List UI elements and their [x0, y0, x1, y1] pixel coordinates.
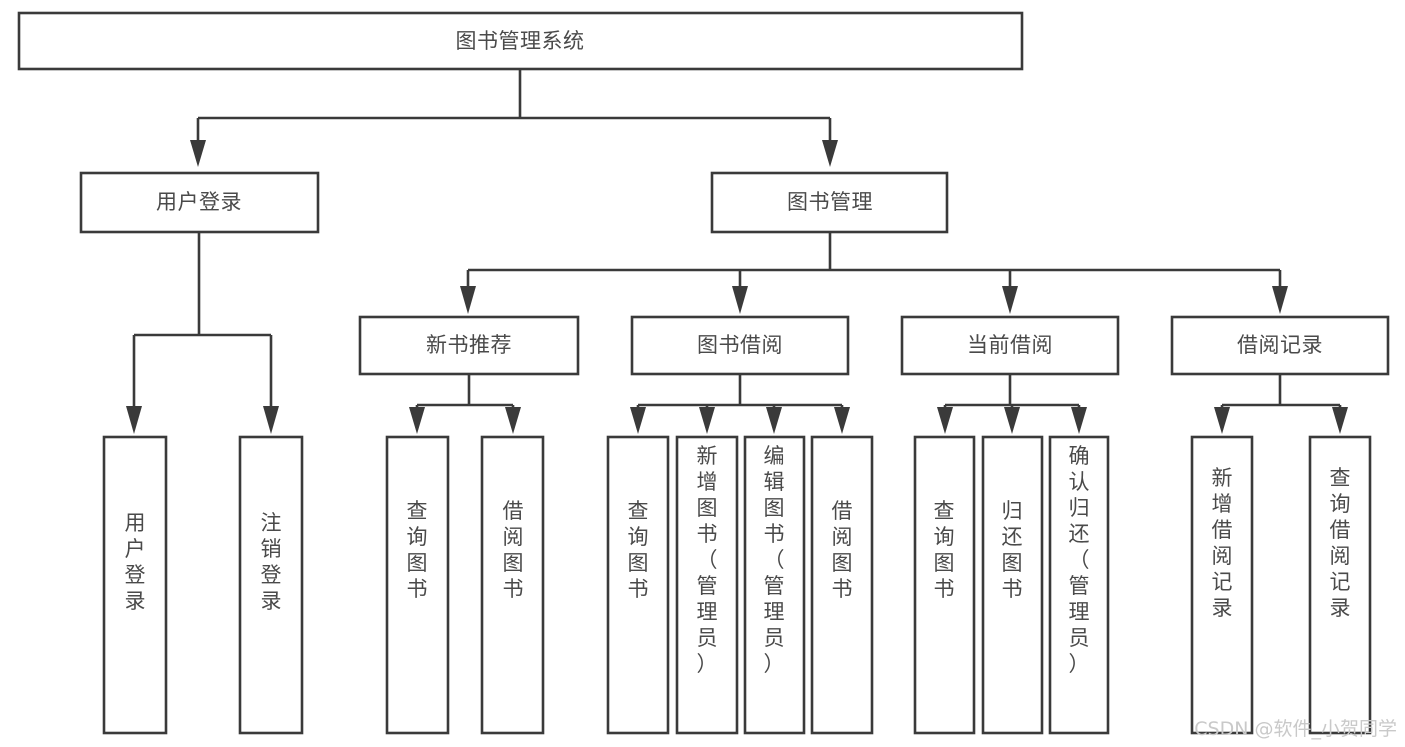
arrow-head-icon [1332, 407, 1348, 434]
connector-group-borrow-record [1214, 374, 1348, 434]
connector-borrow-record-bus [1220, 374, 1342, 410]
node-leaf-edit-book-box[interactable] [743, 435, 806, 735]
arrow-head-icon [409, 407, 425, 434]
node-leaf-query-book-nb-box[interactable] [385, 435, 450, 735]
node-borrow-record-box[interactable] [1170, 315, 1390, 376]
node-borrow-record-label: 借阅记录 [1237, 333, 1323, 357]
node-current-borrow-box[interactable] [900, 315, 1120, 376]
arrow-head-icon [1002, 286, 1018, 314]
node-book-manage[interactable]: 图书管理 [710, 171, 949, 234]
arrow-head-icon [1272, 286, 1288, 314]
node-leaf-query-book-cb[interactable]: 查询图书 [913, 435, 976, 735]
node-leaf-return-book-label: 归还图书 [1002, 499, 1023, 601]
node-root-box[interactable] [17, 11, 1024, 71]
node-book-manage-box[interactable] [710, 171, 949, 234]
arrow-head-icon [1004, 407, 1020, 434]
node-leaf-borrow-book-bb[interactable]: 借阅图书 [810, 435, 874, 735]
node-new-book-recommend-label: 新书推荐 [426, 333, 512, 357]
arrow-head-icon [263, 406, 279, 434]
node-leaf-return-book[interactable]: 归还图书 [981, 435, 1044, 735]
node-leaf-query-borrow-record[interactable]: 查询借阅记录 [1308, 435, 1372, 735]
arrow-head-icon [460, 286, 476, 314]
node-leaf-borrow-book-bb-box[interactable] [810, 435, 874, 735]
arrow-head-icon [699, 407, 715, 434]
connector-current-borrow-bus [943, 374, 1081, 410]
node-user-login[interactable]: 用户登录 [79, 171, 320, 234]
node-leaf-query-book-nb-label: 查询图书 [407, 499, 428, 601]
node-leaf-user-login-box[interactable] [102, 435, 168, 735]
node-book-borrow-label: 图书借阅 [697, 333, 783, 357]
node-leaf-query-book-bb[interactable]: 查询图书 [606, 435, 670, 735]
node-leaf-add-book[interactable]: 新增图书（管理员） [675, 435, 739, 735]
node-leaf-logout-box[interactable] [238, 435, 304, 735]
arrow-head-icon [126, 406, 142, 434]
node-leaf-logout[interactable]: 注销登录 [238, 435, 304, 735]
connector-book-manage-bus [466, 232, 1282, 288]
node-root-label: 图书管理系统 [456, 29, 585, 53]
node-leaf-confirm-return-box[interactable] [1048, 435, 1110, 735]
arrow-head-icon [190, 140, 206, 167]
node-leaf-return-book-box[interactable] [981, 435, 1044, 735]
node-current-borrow-label: 当前借阅 [967, 333, 1053, 357]
node-leaf-add-book-box[interactable] [675, 435, 739, 735]
node-leaf-user-login[interactable]: 用户登录 [102, 435, 168, 735]
arrow-head-icon [937, 407, 953, 434]
connector-group-new-book [409, 374, 521, 434]
node-borrow-record[interactable]: 借阅记录 [1170, 315, 1390, 376]
node-leaf-query-book-cb-label: 查询图书 [934, 499, 955, 601]
node-new-book-recommend[interactable]: 新书推荐 [358, 315, 580, 376]
arrow-head-icon [505, 407, 521, 434]
connector-group-root [190, 69, 838, 167]
node-leaf-borrow-book-nb-box[interactable] [480, 435, 545, 735]
node-new-book-recommend-box[interactable] [358, 315, 580, 376]
node-leaf-query-borrow-record-label: 查询借阅记录 [1330, 466, 1351, 620]
node-root[interactable]: 图书管理系统 [17, 11, 1024, 71]
node-leaf-borrow-book-bb-label: 借阅图书 [832, 499, 853, 601]
connector-group-user-login [126, 232, 279, 434]
node-leaf-logout-label: 注销登录 [261, 511, 282, 613]
node-leaf-user-login-label: 用户登录 [125, 511, 146, 613]
node-leaf-borrow-book-nb-label: 借阅图书 [503, 499, 524, 601]
node-user-login-label: 用户登录 [156, 190, 242, 214]
connector-group-book-borrow [630, 374, 850, 434]
node-book-manage-label: 图书管理 [787, 190, 873, 214]
connector-root-bus [196, 69, 832, 142]
node-leaf-borrow-book-nb[interactable]: 借阅图书 [480, 435, 545, 735]
arrow-head-icon [630, 407, 646, 434]
node-leaf-query-book-cb-box[interactable] [913, 435, 976, 735]
node-book-borrow[interactable]: 图书借阅 [630, 315, 850, 376]
arrow-head-icon [834, 407, 850, 434]
arrow-head-icon [822, 140, 838, 167]
node-leaf-confirm-return-label: 确认归还（管理员） [1069, 444, 1090, 676]
node-leaf-add-borrow-record-label: 新增借阅记录 [1212, 466, 1233, 620]
node-leaf-add-borrow-record-box[interactable] [1190, 435, 1254, 735]
connector-group-book-manage [460, 232, 1288, 314]
node-user-login-box[interactable] [79, 171, 320, 234]
node-leaf-edit-book-label: 编辑图书（管理员） [764, 444, 785, 676]
arrow-head-icon [1071, 407, 1087, 434]
node-leaf-add-borrow-record[interactable]: 新增借阅记录 [1190, 435, 1254, 735]
node-leaf-query-book-bb-label: 查询图书 [628, 499, 649, 601]
arrow-head-icon [1214, 407, 1230, 434]
node-current-borrow[interactable]: 当前借阅 [900, 315, 1120, 376]
node-leaf-confirm-return[interactable]: 确认归还（管理员） [1048, 435, 1110, 735]
node-leaf-query-book-nb[interactable]: 查询图书 [385, 435, 450, 735]
node-book-borrow-box[interactable] [630, 315, 850, 376]
connector-group-current-borrow [937, 374, 1087, 434]
arrow-head-icon [766, 407, 782, 434]
connector-user-login-bus [132, 232, 273, 408]
node-leaf-query-borrow-record-box[interactable] [1308, 435, 1372, 735]
node-leaf-edit-book[interactable]: 编辑图书（管理员） [743, 435, 806, 735]
connector-book-borrow-bus [636, 374, 844, 410]
node-leaf-query-book-bb-box[interactable] [606, 435, 670, 735]
connector-new-book-bus [415, 374, 515, 410]
arrow-head-icon [732, 286, 748, 314]
node-leaf-add-book-label: 新增图书（管理员） [697, 444, 718, 676]
